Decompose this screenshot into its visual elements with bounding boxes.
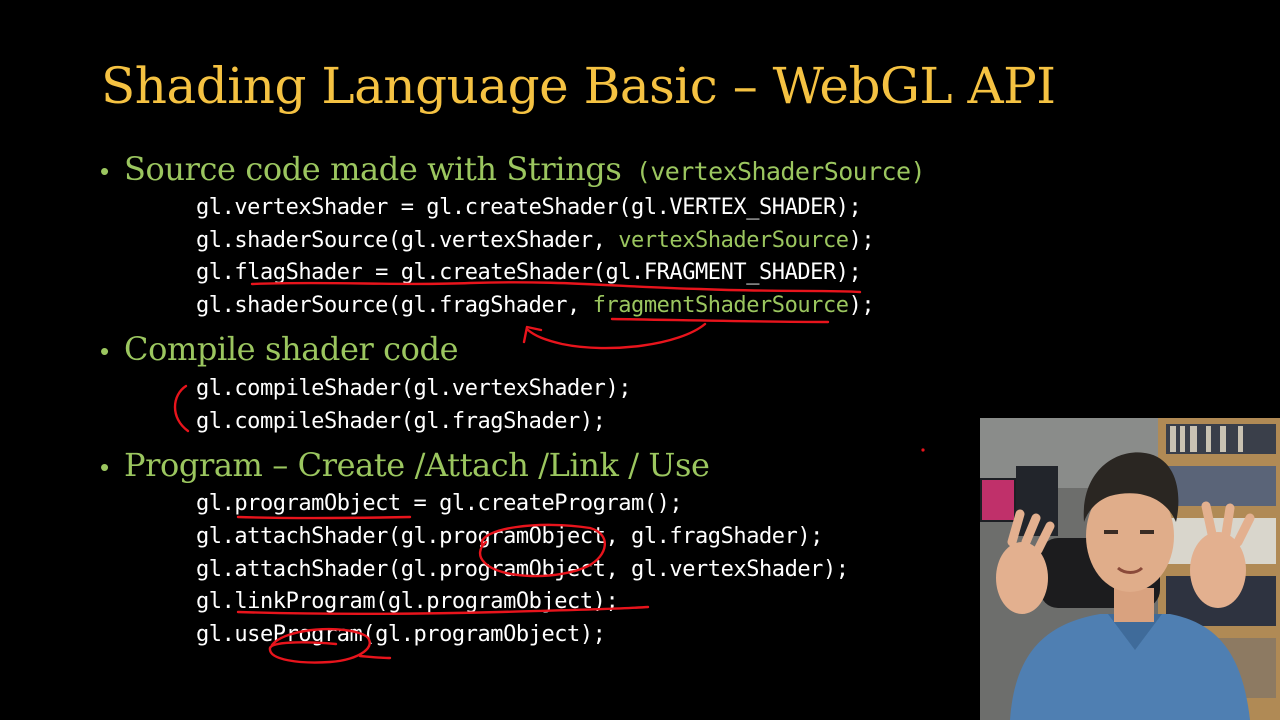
code-line: gl.compileShader(gl.fragShader); bbox=[196, 405, 606, 438]
presenter-webcam-icon bbox=[980, 418, 1280, 720]
bullet-program: • Program – Create /Attach /Link / Use bbox=[100, 445, 710, 487]
bullet-dot: • bbox=[100, 336, 109, 366]
code-line: gl.compileShader(gl.vertexShader); bbox=[196, 372, 631, 405]
bullet-heading: Program – Create /Attach /Link / Use bbox=[124, 446, 710, 484]
pen-dot bbox=[921, 448, 925, 452]
bracket-compile bbox=[173, 384, 190, 433]
code-text: gl.linkProgram(gl.programObject); bbox=[196, 589, 619, 614]
arrow-curve bbox=[526, 322, 707, 350]
code-text: gl.flagShader = gl.createShader(gl.FRAGM… bbox=[196, 260, 862, 285]
code-line: gl.shaderSource(gl.vertexShader, vertexS… bbox=[196, 224, 875, 257]
code-text: gl.compileShader(gl.vertexShader); bbox=[196, 376, 632, 401]
code-text: gl.compileShader(gl.fragShader); bbox=[196, 409, 606, 434]
bullet-compile: • Compile shader code bbox=[100, 329, 459, 371]
code-line: gl.flagShader = gl.createShader(gl.FRAGM… bbox=[196, 256, 862, 289]
code-highlight: vertexShaderSource bbox=[618, 228, 849, 253]
bullet-dot: • bbox=[100, 156, 109, 186]
bullet-dot: • bbox=[100, 452, 109, 482]
code-line: gl.useProgram(gl.programObject); bbox=[196, 618, 606, 651]
slide-title: Shading Language Basic – WebGL API bbox=[101, 57, 1056, 115]
code-line: gl.vertexShader = gl.createShader(gl.VER… bbox=[196, 191, 862, 224]
code-line: gl.attachShader(gl.programObject, gl.fra… bbox=[196, 520, 823, 553]
code-text: ); bbox=[848, 293, 875, 318]
code-line: gl.attachShader(gl.programObject, gl.ver… bbox=[196, 553, 849, 586]
code-text: gl.programObject = gl.createProgram(); bbox=[196, 491, 683, 516]
bullet-heading: Source code made with Strings bbox=[124, 150, 622, 188]
code-text: gl.attachShader(gl.programObject, gl.ver… bbox=[196, 557, 849, 582]
code-line: gl.linkProgram(gl.programObject); bbox=[196, 585, 619, 618]
code-line: gl.shaderSource(gl.fragShader, fragmentS… bbox=[196, 289, 875, 322]
bullet-source-code: • Source code made with Strings (vertexSh… bbox=[100, 149, 926, 192]
code-text: gl.shaderSource(gl.vertexShader, bbox=[196, 228, 619, 253]
code-highlight: fragmentShaderSource bbox=[592, 293, 849, 318]
presenter-webcam bbox=[980, 418, 1280, 720]
code-text: gl.shaderSource(gl.fragShader, bbox=[196, 293, 593, 318]
underline-use-program-tail bbox=[358, 654, 392, 660]
code-text: gl.attachShader(gl.programObject, gl.fra… bbox=[196, 524, 823, 549]
bullet-heading: Compile shader code bbox=[124, 330, 459, 368]
code-text: gl.useProgram(gl.programObject); bbox=[196, 622, 606, 647]
bullet-heading-code: (vertexShaderSource) bbox=[621, 157, 926, 186]
code-text: ); bbox=[848, 228, 875, 253]
arrow-head bbox=[522, 325, 543, 344]
code-text: gl.vertexShader = gl.createShader(gl.VER… bbox=[196, 195, 862, 220]
code-line: gl.programObject = gl.createProgram(); bbox=[196, 487, 683, 520]
